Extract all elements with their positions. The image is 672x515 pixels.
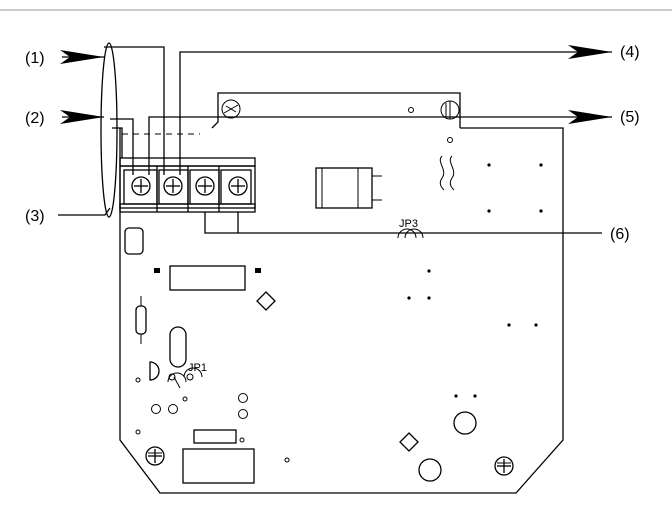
hole [238,409,248,419]
terminal-block [119,157,256,213]
screw-icon [221,99,241,119]
hole [284,457,290,463]
terminal-screw-icon [228,176,248,196]
hole [238,393,248,403]
jp3-label: JP3 [399,218,418,230]
wire-4 [179,45,612,175]
large-hole [418,458,442,482]
jp1-jumper [167,367,203,389]
wire-6 [204,212,602,234]
hole [239,437,245,443]
large-hole [453,411,477,435]
diamond-marker [399,432,419,452]
hole [182,396,188,402]
hole [151,404,161,414]
resistor [135,296,147,344]
s-shaped-component [439,155,455,191]
wire-3 [58,127,123,216]
oval-component [169,326,187,368]
pad-marker [255,268,261,273]
mounting-bracket [211,92,461,143]
small-rect-component [193,429,237,444]
pad-marker [154,268,160,273]
diamond-marker [256,291,276,311]
jp3-jumper [397,228,424,239]
terminal-screw-icon [131,176,151,196]
transistor [149,361,160,381]
connector-pad [124,227,144,255]
bottom-left-screw-icon [145,446,165,466]
callout-label-6: (6) [610,226,630,243]
hole [135,377,141,383]
bottom-right-screw-icon [494,456,514,476]
wire-1 [60,46,165,175]
callout-label-1: (1) [25,50,45,67]
board-dots [407,163,543,398]
wire-2 [60,110,134,175]
cable-shield-ellipse [100,42,118,218]
callout-label-4: (4) [620,44,640,61]
callout-label-3: (3) [25,208,45,225]
terminal-screw-icon [163,176,183,196]
large-rect-component [182,448,255,484]
relay-component [315,167,382,209]
ic-chip [169,265,246,291]
wire-5 [148,110,612,175]
callout-label-2: (2) [25,110,45,127]
hole [135,429,141,435]
terminal-screw-icon [195,176,215,196]
callout-label-5: (5) [620,109,640,126]
board-outline [119,127,564,494]
jp1-label: JP1 [188,362,207,374]
hole [168,404,178,414]
